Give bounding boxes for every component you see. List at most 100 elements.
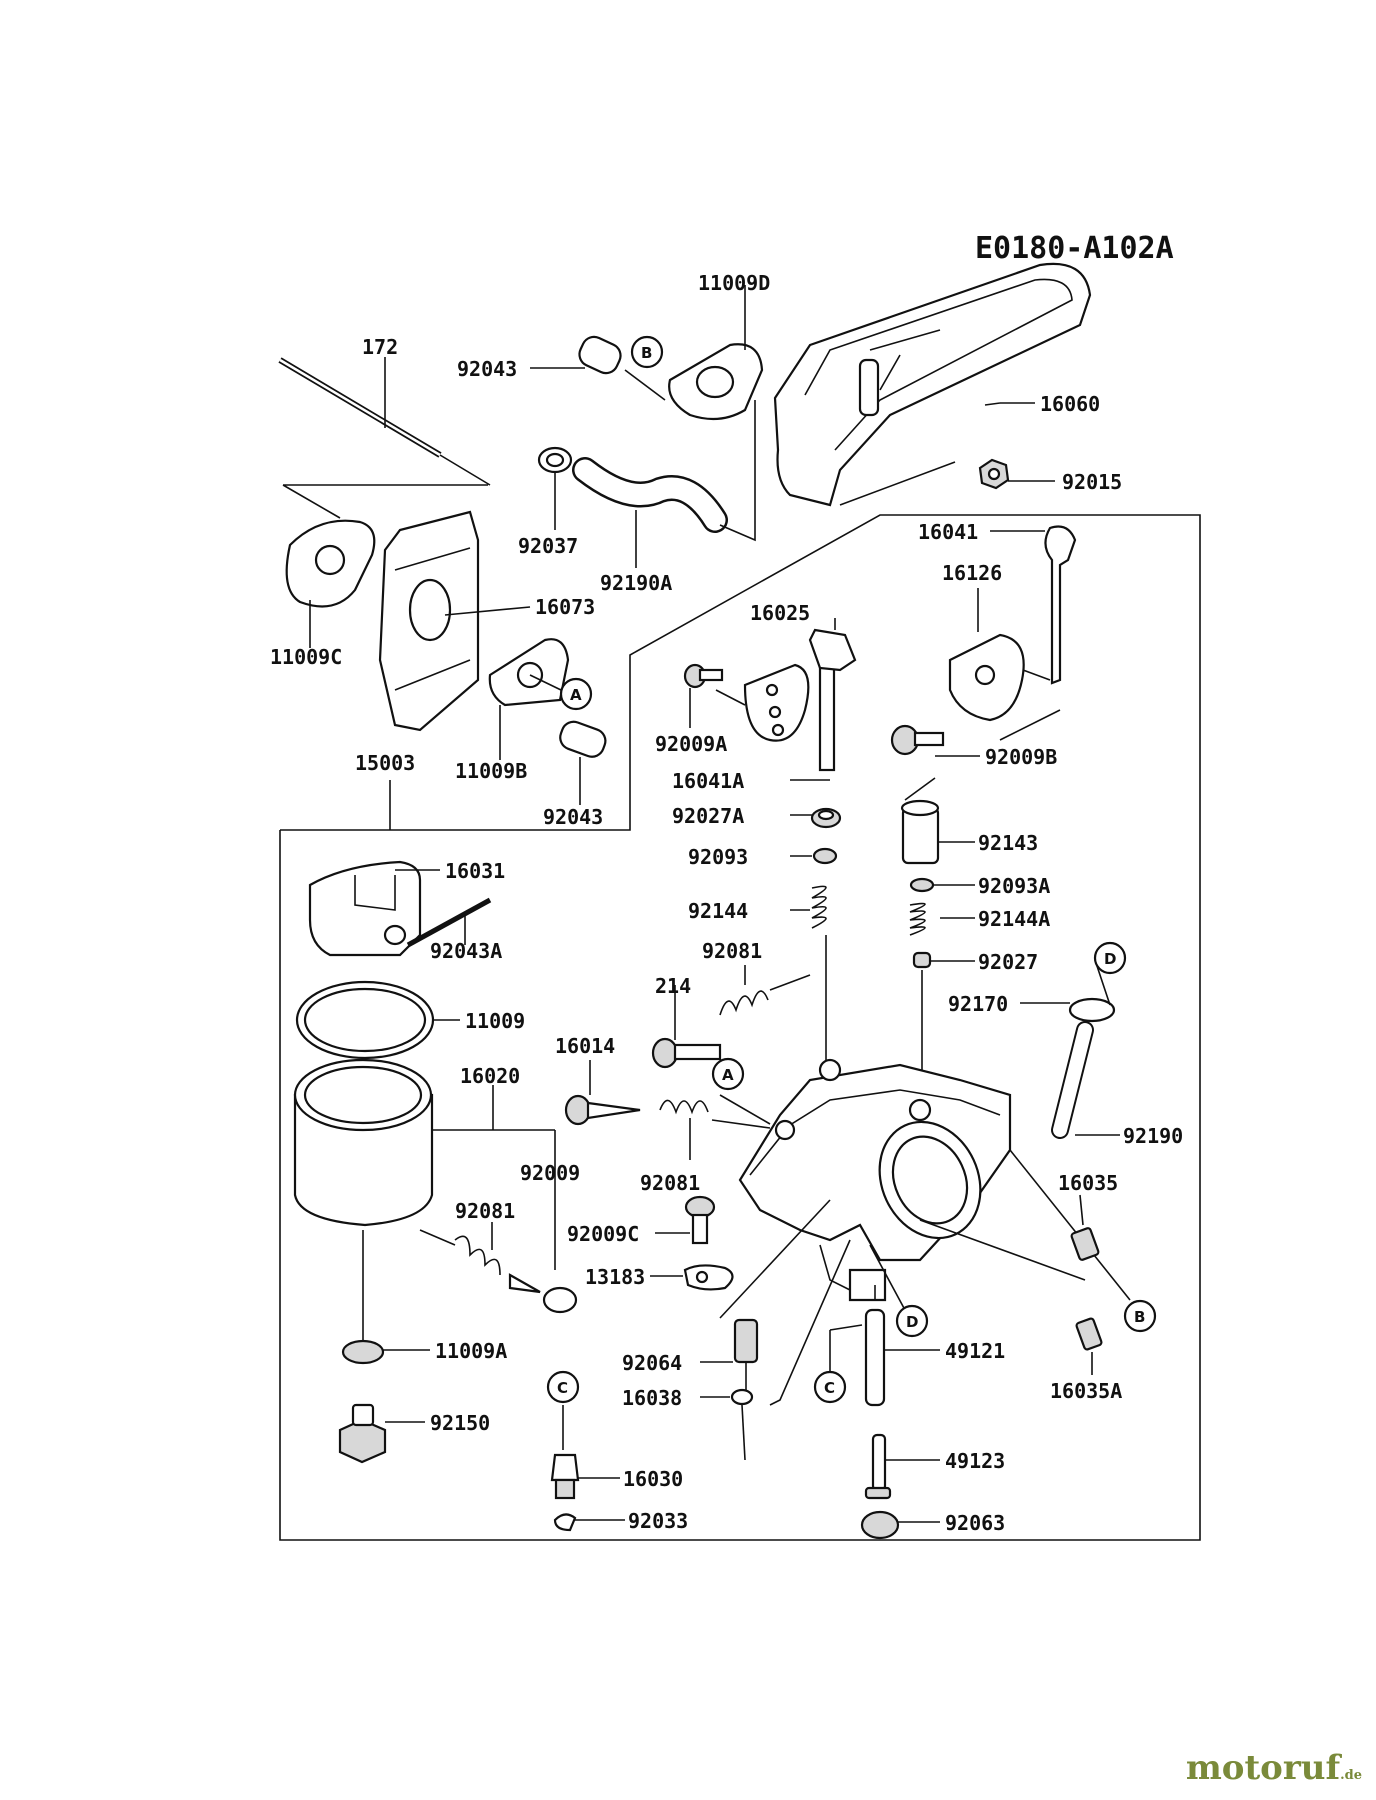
screw-92009b [890,709,1061,757]
label-16014: 16014 [555,1034,615,1058]
tube-92190 [1051,1021,1120,1139]
carburetor-body [738,1058,1012,1302]
spring-92144a [909,902,975,936]
carburetor-frame [279,514,1201,1541]
label-92043a: 92043A [430,939,502,963]
svg-text:A: A [570,686,582,704]
label-11009b: 11009B [455,759,527,783]
label-92063: 92063 [945,1511,1005,1535]
label-92009: 92009 [520,1161,580,1185]
callout-a-lower: A [711,1057,745,1091]
jet-16035a [1075,1317,1103,1375]
label-16073: 16073 [535,595,595,619]
callout-c-right: C [813,1324,863,1404]
screw-92009a [683,663,746,728]
label-92144a: 92144A [978,907,1050,931]
label-92009a: 92009A [655,732,727,756]
label-16031: 16031 [445,859,505,883]
air-cleaner-base-16060 [773,262,1092,507]
float-valve-16030 [550,1405,620,1500]
svg-text:D: D [906,1313,918,1331]
label-16038: 16038 [622,1386,682,1410]
svg-text:C: C [557,1379,568,1397]
collar-92043-upper [530,335,666,401]
label-172: 172 [362,335,398,359]
intake-16073 [378,510,531,732]
washer-92027a [790,807,842,829]
throttle-shaft-16025 [743,618,857,772]
watermark-suffix: .de [1340,1768,1362,1783]
drain-bolt-92150 [338,1403,425,1464]
plug-92063 [860,1510,940,1540]
hose-92190a [572,400,756,568]
label-16025: 16025 [750,601,810,625]
label-92143: 92143 [978,831,1038,855]
svg-text:D: D [1104,950,1116,968]
label-92064: 92064 [622,1351,682,1375]
o-ring-16038 [700,1388,754,1461]
label-92081-upper: 92081 [702,939,762,963]
stud-172 [278,357,491,486]
gasket-11009c [285,519,376,648]
label-214: 214 [655,974,691,998]
svg-text:C: C [824,1379,835,1397]
label-16041: 16041 [918,520,978,544]
label-11009c: 11009C [270,645,342,669]
svg-text:B: B [641,344,652,362]
label-13183: 13183 [585,1265,645,1289]
label-11009: 11009 [465,1009,525,1033]
label-15003: 15003 [355,751,415,775]
label-92190: 92190 [1123,1124,1183,1148]
spring-92081-upper [719,965,811,1016]
gasket-11009 [295,980,460,1060]
label-92144: 92144 [688,899,748,923]
spring-92081-middle [659,1099,771,1160]
screw-92009 [508,1273,578,1314]
screw-92009c [655,1195,716,1245]
pin-92043a [406,897,492,948]
label-92081-lower: 92081 [455,1199,515,1223]
label-11009a: 11009A [435,1339,507,1363]
label-16126: 16126 [942,561,1002,585]
label-49121: 49121 [945,1339,1005,1363]
float-bowl-16020 [293,1058,556,1270]
screw-214 [651,985,722,1069]
label-92037: 92037 [518,534,578,558]
callout-c-left: C [546,1370,580,1404]
label-16035a: 16035A [1050,1379,1122,1403]
washer-92093 [790,847,838,865]
label-16020: 16020 [460,1064,520,1088]
label-92027a: 92027A [672,804,744,828]
label-92150: 92150 [430,1411,490,1435]
clamp-92037 [537,446,573,530]
label-92093: 92093 [688,845,748,869]
emulsion-tube-49121 [864,1285,940,1407]
callout-a-upper: A [529,674,593,711]
label-92009b: 92009B [985,745,1057,769]
gasket-11009b [488,638,570,760]
label-92009c: 92009C [567,1222,639,1246]
gasket-11009d [668,285,764,421]
clip-13183 [650,1264,734,1291]
washer-92093a [909,877,975,893]
svg-text:A: A [722,1066,734,1084]
plug-92143 [900,777,975,865]
plate-16126 [948,588,1051,722]
label-92027: 92027 [978,950,1038,974]
screw-16014 [564,1060,641,1126]
spring-92081-lower [419,1222,501,1276]
float-16031 [308,860,440,957]
label-16060: 16060 [1040,392,1100,416]
callout-b-upper: B [630,335,664,369]
nut-92015 [839,458,1055,506]
label-16035: 16035 [1058,1171,1118,1195]
lever-16041 [990,525,1077,685]
label-49123: 49123 [945,1449,1005,1473]
label-92043-upper: 92043 [457,357,517,381]
diagram-code: E0180-A102A [975,231,1174,266]
screw-92064 [700,1318,759,1390]
callout-d-lower: D [895,1304,929,1338]
svg-text:B: B [1134,1308,1145,1326]
label-92081-middle: 92081 [640,1171,700,1195]
